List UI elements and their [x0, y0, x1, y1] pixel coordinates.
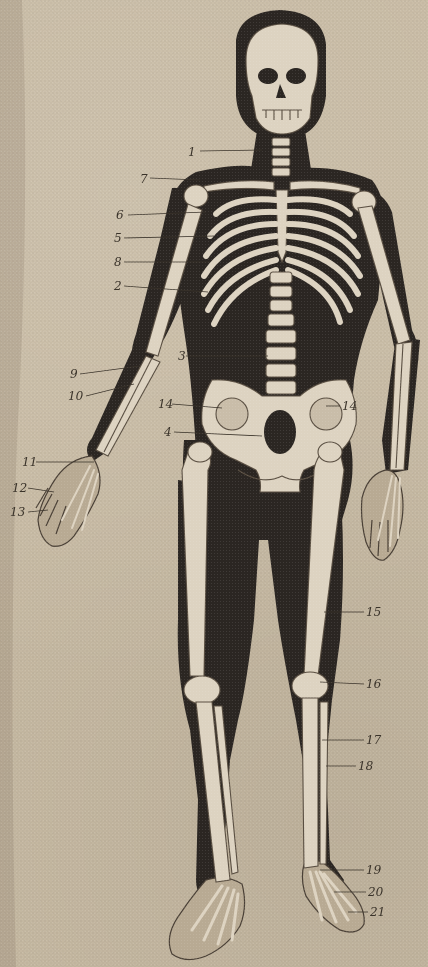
label-21: 21: [370, 906, 385, 918]
label-9: 9: [70, 368, 78, 380]
label-1: 1: [188, 146, 196, 158]
label-6: 6: [116, 209, 124, 221]
label-5: 5: [114, 232, 122, 244]
label-20: 20: [368, 886, 383, 898]
label-19: 19: [366, 864, 381, 876]
label-13: 13: [10, 506, 25, 518]
label-4: 4: [164, 426, 172, 438]
label-14-left: 14: [342, 400, 357, 412]
label-15: 15: [366, 606, 381, 618]
label-7: 7: [140, 173, 148, 185]
label-3: 3: [178, 350, 186, 362]
label-16: 16: [366, 678, 381, 690]
label-11: 11: [22, 456, 37, 468]
label-12: 12: [12, 482, 27, 494]
label-10: 10: [68, 390, 83, 402]
label-2: 2: [114, 280, 122, 292]
label-17: 17: [366, 734, 381, 746]
label-14-right: 14: [158, 398, 173, 410]
label-18: 18: [358, 760, 373, 772]
label-8: 8: [114, 256, 122, 268]
